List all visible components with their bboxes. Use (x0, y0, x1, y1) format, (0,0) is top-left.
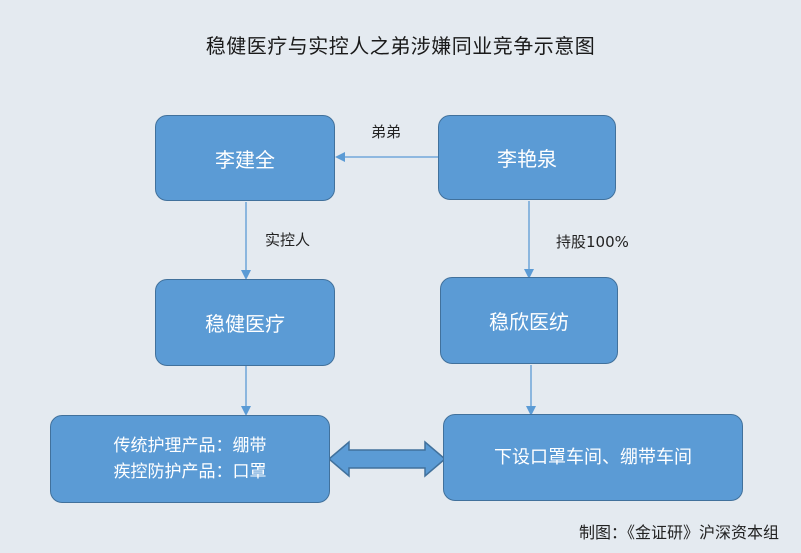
credit-text: 制图：《金证研》沪深资本组 (578, 523, 779, 542)
edge-label-controller: 实控人 (265, 231, 311, 249)
node-right-workshops-label: 下设口罩车间、绷带车间 (494, 446, 692, 468)
node-li-yanquan-label: 李艳泉 (497, 147, 557, 171)
edge-label-holding: 持股100% (556, 233, 629, 251)
node-right-workshops: 下设口罩车间、绷带车间 (443, 414, 743, 501)
node-wenjian: 稳健医疗 (155, 279, 335, 366)
node-left-products: 传统护理产品：绷带 疾控防护产品：口罩 (50, 415, 330, 503)
double-arrow (327, 440, 447, 478)
node-wenjian-label: 稳健医疗 (205, 312, 285, 336)
node-li-jianquan: 李建全 (155, 115, 335, 201)
node-li-yanquan: 李艳泉 (438, 115, 616, 200)
node-left-products-line2: 疾控防护产品：口罩 (113, 462, 267, 482)
node-li-jianquan-label: 李建全 (215, 147, 275, 172)
node-wenxin: 稳欣医纺 (440, 277, 618, 364)
edge-label-brother: 弟弟 (371, 123, 402, 141)
diagram-title: 稳健医疗与实控人之弟涉嫌同业竞争示意图 (205, 34, 596, 58)
node-left-products-line1: 传统护理产品：绷带 (113, 435, 267, 456)
node-wenxin-label: 稳欣医纺 (489, 310, 569, 334)
